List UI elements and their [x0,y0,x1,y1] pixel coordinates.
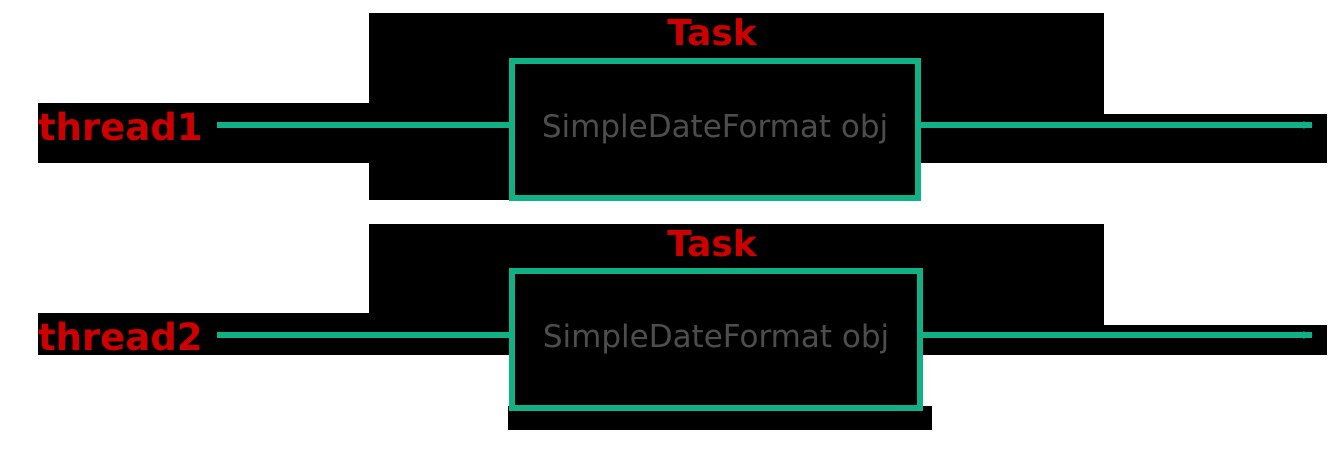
task-label-2: Task [667,224,758,265]
task-box-1 [509,58,921,201]
lane-label-thread2: thread2 [38,316,203,359]
task-box-2 [509,268,923,411]
task-box-2-text: SimpleDateFormat obj [543,319,889,355]
task-label-1: Task [667,13,758,54]
task-box-1-text: SimpleDateFormat obj [542,109,888,145]
lane-1-group: thread1 Task SimpleDateFormat obj [38,13,1313,201]
lane-2-group: thread2 Task SimpleDateFormat obj [38,224,1313,411]
lane-label-thread1: thread1 [38,106,203,149]
